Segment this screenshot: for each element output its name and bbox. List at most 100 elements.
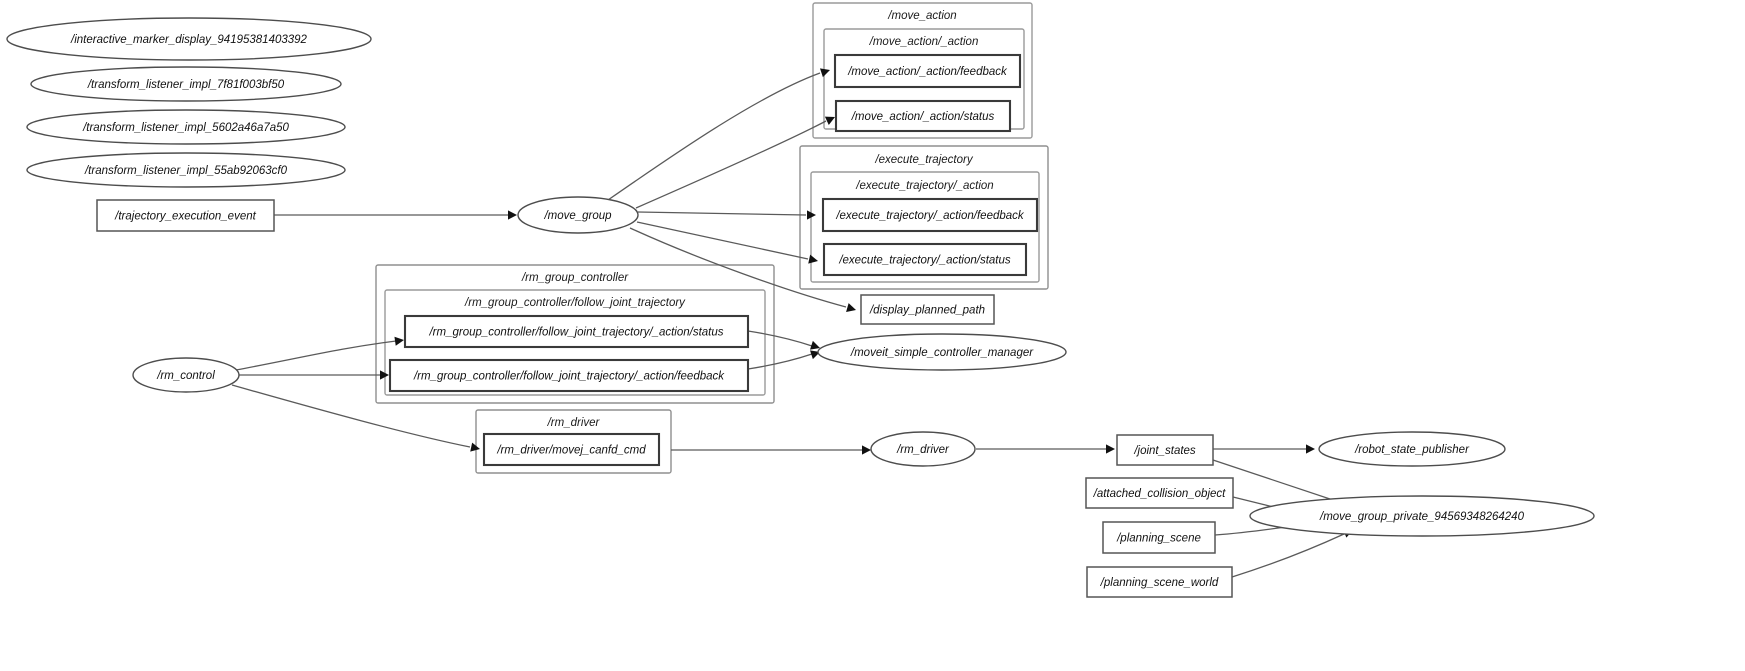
node-box [822,242,1028,277]
node-attached_collision_object[interactable]: /attached_collision_object [1085,477,1234,509]
edge-e-rm-control-rm-driver-cmd[interactable] [231,384,481,453]
node-ellipse [870,431,976,467]
node-transform_listener_7f81f003bf50[interactable]: /transform_listener_impl_7f81f003bf50 [30,66,342,102]
edge-arrowhead-icon [810,340,820,350]
edge-e-move-group-exec-traj-feedback[interactable] [637,210,816,220]
edge-e-fjt-feedback-msc[interactable] [747,348,821,370]
cluster-label: /rm_group_controller/follow_joint_trajec… [464,297,686,309]
node-planning_scene_world[interactable]: /planning_scene_world [1086,566,1233,598]
node-interactive_marker_display[interactable]: /interactive_marker_display_941953814033… [6,17,372,61]
edge-line [747,330,813,347]
node-label: /move_group_private_94569348264240 [1319,511,1525,523]
node-ellipse [1249,495,1595,537]
node-box [834,99,1012,133]
node-robot_state_publisher[interactable]: /robot_state_publisher [1318,431,1506,467]
node-label: /move_group [543,210,612,222]
edge-arrowhead-icon [862,445,871,455]
node-fjt_action_feedback[interactable]: /rm_group_controller/follow_joint_trajec… [388,358,750,393]
node-move_group_private[interactable]: /move_group_private_94569348264240 [1249,495,1595,537]
node-box [1086,566,1233,598]
edge-line [231,384,471,448]
node-transform_listener_5602a46a7a50[interactable]: /transform_listener_impl_5602a46a7a50 [26,109,346,145]
node-label: /robot_state_publisher [1354,444,1470,456]
edge-e-move-group-exec-traj-status[interactable] [636,221,819,265]
node-label: /planning_scene_world [1100,577,1219,589]
node-rm_control[interactable]: /rm_control [132,357,240,393]
node-ellipse [30,66,342,102]
edge-line [636,221,809,260]
cluster-border [812,2,1033,139]
node-transform_listener_55ab92063cf0[interactable]: /transform_listener_impl_55ab92063cf0 [26,152,346,188]
node-rm_driver_movej_canfd_cmd[interactable]: /rm_driver/movej_canfd_cmd [482,432,661,467]
clusters-layer: /move_action/move_action/_action/execute… [375,2,1049,474]
node-fjt_action_status[interactable]: /rm_group_controller/follow_joint_trajec… [403,314,750,349]
node-box [96,199,275,232]
edge-arrowhead-icon [1306,444,1315,454]
edge-e-rm-control-fjt-status[interactable] [235,335,405,371]
node-label: /execute_trajectory/_action/feedback [835,210,1025,222]
edge-e-move-group-display-planned-path[interactable] [629,227,857,314]
edge-e-rm-driver-joint-states[interactable] [976,444,1115,454]
node-label: /move_action/_action/feedback [847,66,1008,78]
node-ellipse [1318,431,1506,467]
node-label: /transform_listener_impl_5602a46a7a50 [82,122,289,134]
node-label: /rm_driver [896,444,950,456]
node-execute_trajectory_feedback[interactable]: /execute_trajectory/_action/feedback [821,197,1039,233]
edge-arrowhead-icon [380,370,389,380]
node-ellipse [517,196,639,234]
node-move_action_status[interactable]: /move_action/_action/status [834,99,1012,133]
edge-line [1231,533,1345,578]
node-planning_scene[interactable]: /planning_scene [1102,521,1216,554]
node-joint_states[interactable]: /joint_states [1116,434,1214,466]
edge-arrowhead-icon [846,303,856,312]
node-move_group[interactable]: /move_group [517,196,639,234]
cluster-execute_trajectory[interactable]: /execute_trajectory [799,145,1049,290]
node-display_planned_path[interactable]: /display_planned_path [860,294,995,325]
edge-e-rm-driver-cmd-rm-driver[interactable] [671,445,871,455]
cluster-move_action[interactable]: /move_action [812,2,1033,139]
cluster-label: /execute_trajectory [874,154,973,166]
node-label: /rm_group_controller/follow_joint_trajec… [428,327,723,339]
node-rm_driver_node[interactable]: /rm_driver [870,431,976,467]
edge-e-rm-control-fjt-feedback[interactable] [239,370,389,380]
node-label: /execute_trajectory/_action/status [838,255,1011,267]
edge-line [635,120,827,209]
cluster-rm_group_controller[interactable]: /rm_group_controller [375,264,775,404]
cluster-label: /move_action/_action [869,36,979,48]
cluster-label: /execute_trajectory/_action [855,180,993,192]
node-label: /trajectory_execution_event [114,211,256,223]
node-trajectory_execution_event[interactable]: /trajectory_execution_event [96,199,275,232]
node-label: /joint_states [1133,445,1196,457]
edge-line [235,340,397,371]
cluster-border [810,171,1040,283]
node-box [482,432,661,467]
node-moveit_simple_controller_manager[interactable]: /moveit_simple_controller_manager [817,333,1067,371]
node-label: /interactive_marker_display_941953814033… [70,34,308,46]
node-label: /transform_listener_impl_55ab92063cf0 [84,165,288,177]
edge-arrowhead-icon [820,68,830,78]
edge-line [637,211,807,216]
node-move_action_feedback[interactable]: /move_action/_action/feedback [833,53,1022,89]
edge-e-move-group-move-action-status[interactable] [635,113,837,209]
edge-line [747,353,813,370]
cluster-execute_trajectory_action[interactable]: /execute_trajectory/_action [810,171,1040,283]
node-box [833,53,1022,89]
node-execute_trajectory_status[interactable]: /execute_trajectory/_action/status [822,242,1028,277]
edge-line [1212,459,1343,504]
node-label: /moveit_simple_controller_manager [850,347,1034,359]
node-ellipse [6,17,372,61]
edge-e-move-group-move-action-feedback[interactable] [607,66,831,201]
node-box [1116,434,1214,466]
cluster-border [475,409,672,474]
edge-arrowhead-icon [824,116,835,125]
cluster-rm_driver_cluster[interactable]: /rm_driver [475,409,672,474]
edge-e-joint-states-rsp[interactable] [1213,444,1315,454]
edge-e-traj-exec-event-move-group[interactable] [274,210,517,220]
edge-arrowhead-icon [470,442,480,452]
edge-e-fjt-status-msc[interactable] [747,330,821,352]
node-label: /move_action/_action/status [851,111,995,123]
node-label: /display_planned_path [869,305,985,317]
cluster-border [375,264,775,404]
